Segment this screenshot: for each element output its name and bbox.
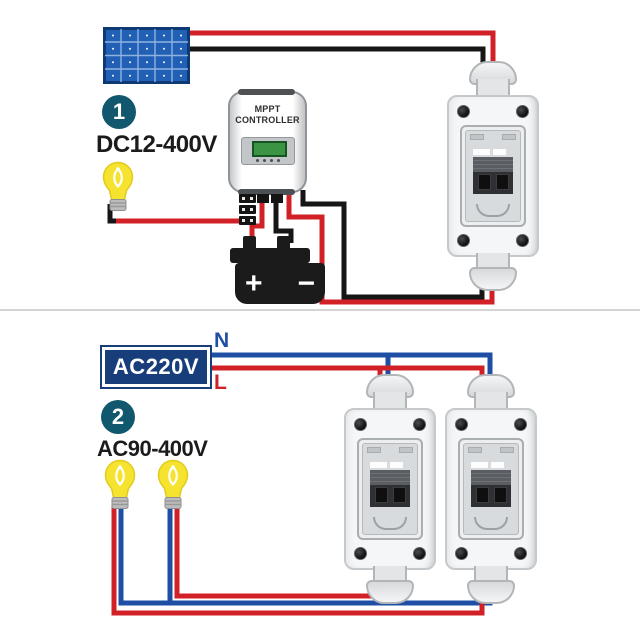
controller-label: MPPT CONTROLLER [228, 104, 307, 127]
controller-label-line1: MPPT [254, 104, 281, 114]
terminal-block [239, 205, 256, 214]
breaker-face [473, 157, 513, 172]
pv-negative-wire [190, 46, 486, 66]
hinge [470, 134, 484, 140]
terminal-block [239, 194, 256, 203]
controller-label-line2: CONTROLLER [235, 115, 300, 126]
cable-gland-bottom [445, 566, 533, 604]
lcd-screen [252, 141, 287, 157]
battery-negative-terminal [277, 236, 290, 251]
corner-screw [516, 234, 529, 247]
battery-minus-sign: − [297, 266, 315, 300]
neutral-label: N [214, 329, 230, 352]
corner-screw [457, 105, 470, 118]
ac-source-box: AC220V [100, 345, 212, 389]
breaker-enclosure-ac-1 [344, 374, 436, 604]
battery-positive-wire [249, 190, 265, 243]
bulb-base [111, 497, 129, 509]
breaker-window [357, 438, 423, 540]
corner-screw [455, 418, 468, 431]
hinge [502, 134, 516, 140]
breaker-labels [473, 149, 513, 155]
filament [168, 465, 178, 487]
latch-arc [476, 204, 510, 217]
wire-connector [271, 194, 283, 203]
enclosure-body [344, 408, 436, 570]
breaker-window [458, 438, 524, 540]
corner-screw [354, 418, 367, 431]
filament [115, 465, 125, 487]
controller-bottom-cap [238, 189, 295, 195]
step-1-number: 1 [112, 99, 126, 124]
wire-connector [257, 194, 269, 203]
pv-positive-wire [190, 30, 496, 66]
battery: + − [230, 236, 325, 304]
breaker-face [471, 470, 511, 485]
breaker-handles [473, 172, 513, 194]
cable-gland-bottom [344, 566, 432, 604]
hinge [367, 447, 381, 453]
controller-buttons [242, 159, 294, 162]
corner-screw [516, 105, 529, 118]
controller-top-cap [238, 89, 295, 95]
terminal-block [239, 216, 256, 225]
ac-light-bulb-icon-2 [157, 459, 189, 509]
corner-screw [354, 547, 367, 560]
breaker-positive-wire [286, 190, 495, 305]
hinge [399, 447, 413, 453]
step-2-number: 2 [111, 404, 125, 429]
step-2-badge: 2 [101, 400, 135, 434]
breaker-handles [471, 485, 511, 507]
battery-plus-sign: + [245, 266, 263, 300]
breaker-labels [471, 462, 511, 468]
corner-screw [514, 418, 527, 431]
hinge [468, 447, 482, 453]
battery-top [230, 248, 310, 263]
corner-screw [413, 418, 426, 431]
bulb-base [109, 199, 127, 211]
ac-source-label: AC220V [105, 350, 207, 384]
cable-gland-top [447, 61, 535, 95]
circuit-breaker [370, 462, 410, 507]
enclosure-body [447, 95, 539, 257]
circuit-breaker [471, 462, 511, 507]
circuit-breaker [473, 149, 513, 194]
cable-gland-top [445, 374, 533, 408]
breaker-handles [370, 485, 410, 507]
line-label: L [214, 371, 227, 394]
filament [113, 167, 123, 189]
breaker-labels [370, 462, 410, 468]
battery-negative-wire [273, 190, 294, 243]
breaker-enclosure-dc [447, 61, 539, 291]
enclosure-body [445, 408, 537, 570]
latch-arc [474, 517, 508, 530]
corner-screw [413, 547, 426, 560]
section-divider [0, 309, 640, 311]
cable-gland-bottom [447, 253, 535, 291]
bulb-base [164, 497, 182, 509]
cable-gland-top [344, 374, 432, 408]
latch-arc [373, 517, 407, 530]
corner-screw [455, 547, 468, 560]
hinge [500, 447, 514, 453]
corner-screw [457, 234, 470, 247]
ac-light-bulb-icon-1 [104, 459, 136, 509]
mppt-controller: MPPT CONTROLLER [228, 89, 307, 195]
breaker-face [370, 470, 410, 485]
controller-display-panel [241, 137, 295, 165]
battery-body: + − [235, 263, 325, 304]
breaker-window [460, 125, 526, 227]
battery-positive-terminal [243, 236, 256, 251]
corner-screw [514, 547, 527, 560]
solar-panel [103, 27, 190, 84]
dc-light-bulb-icon [102, 161, 134, 211]
ac-voltage-range-label: AC90-400V [97, 436, 208, 461]
breaker-negative-wire [300, 190, 485, 300]
dc-voltage-range-label: DC12-400V [96, 131, 217, 158]
breaker-enclosure-ac-2 [445, 374, 537, 604]
step-1-badge: 1 [102, 95, 136, 129]
panel-grid [105, 29, 188, 82]
panel-cell-dots [112, 34, 182, 77]
